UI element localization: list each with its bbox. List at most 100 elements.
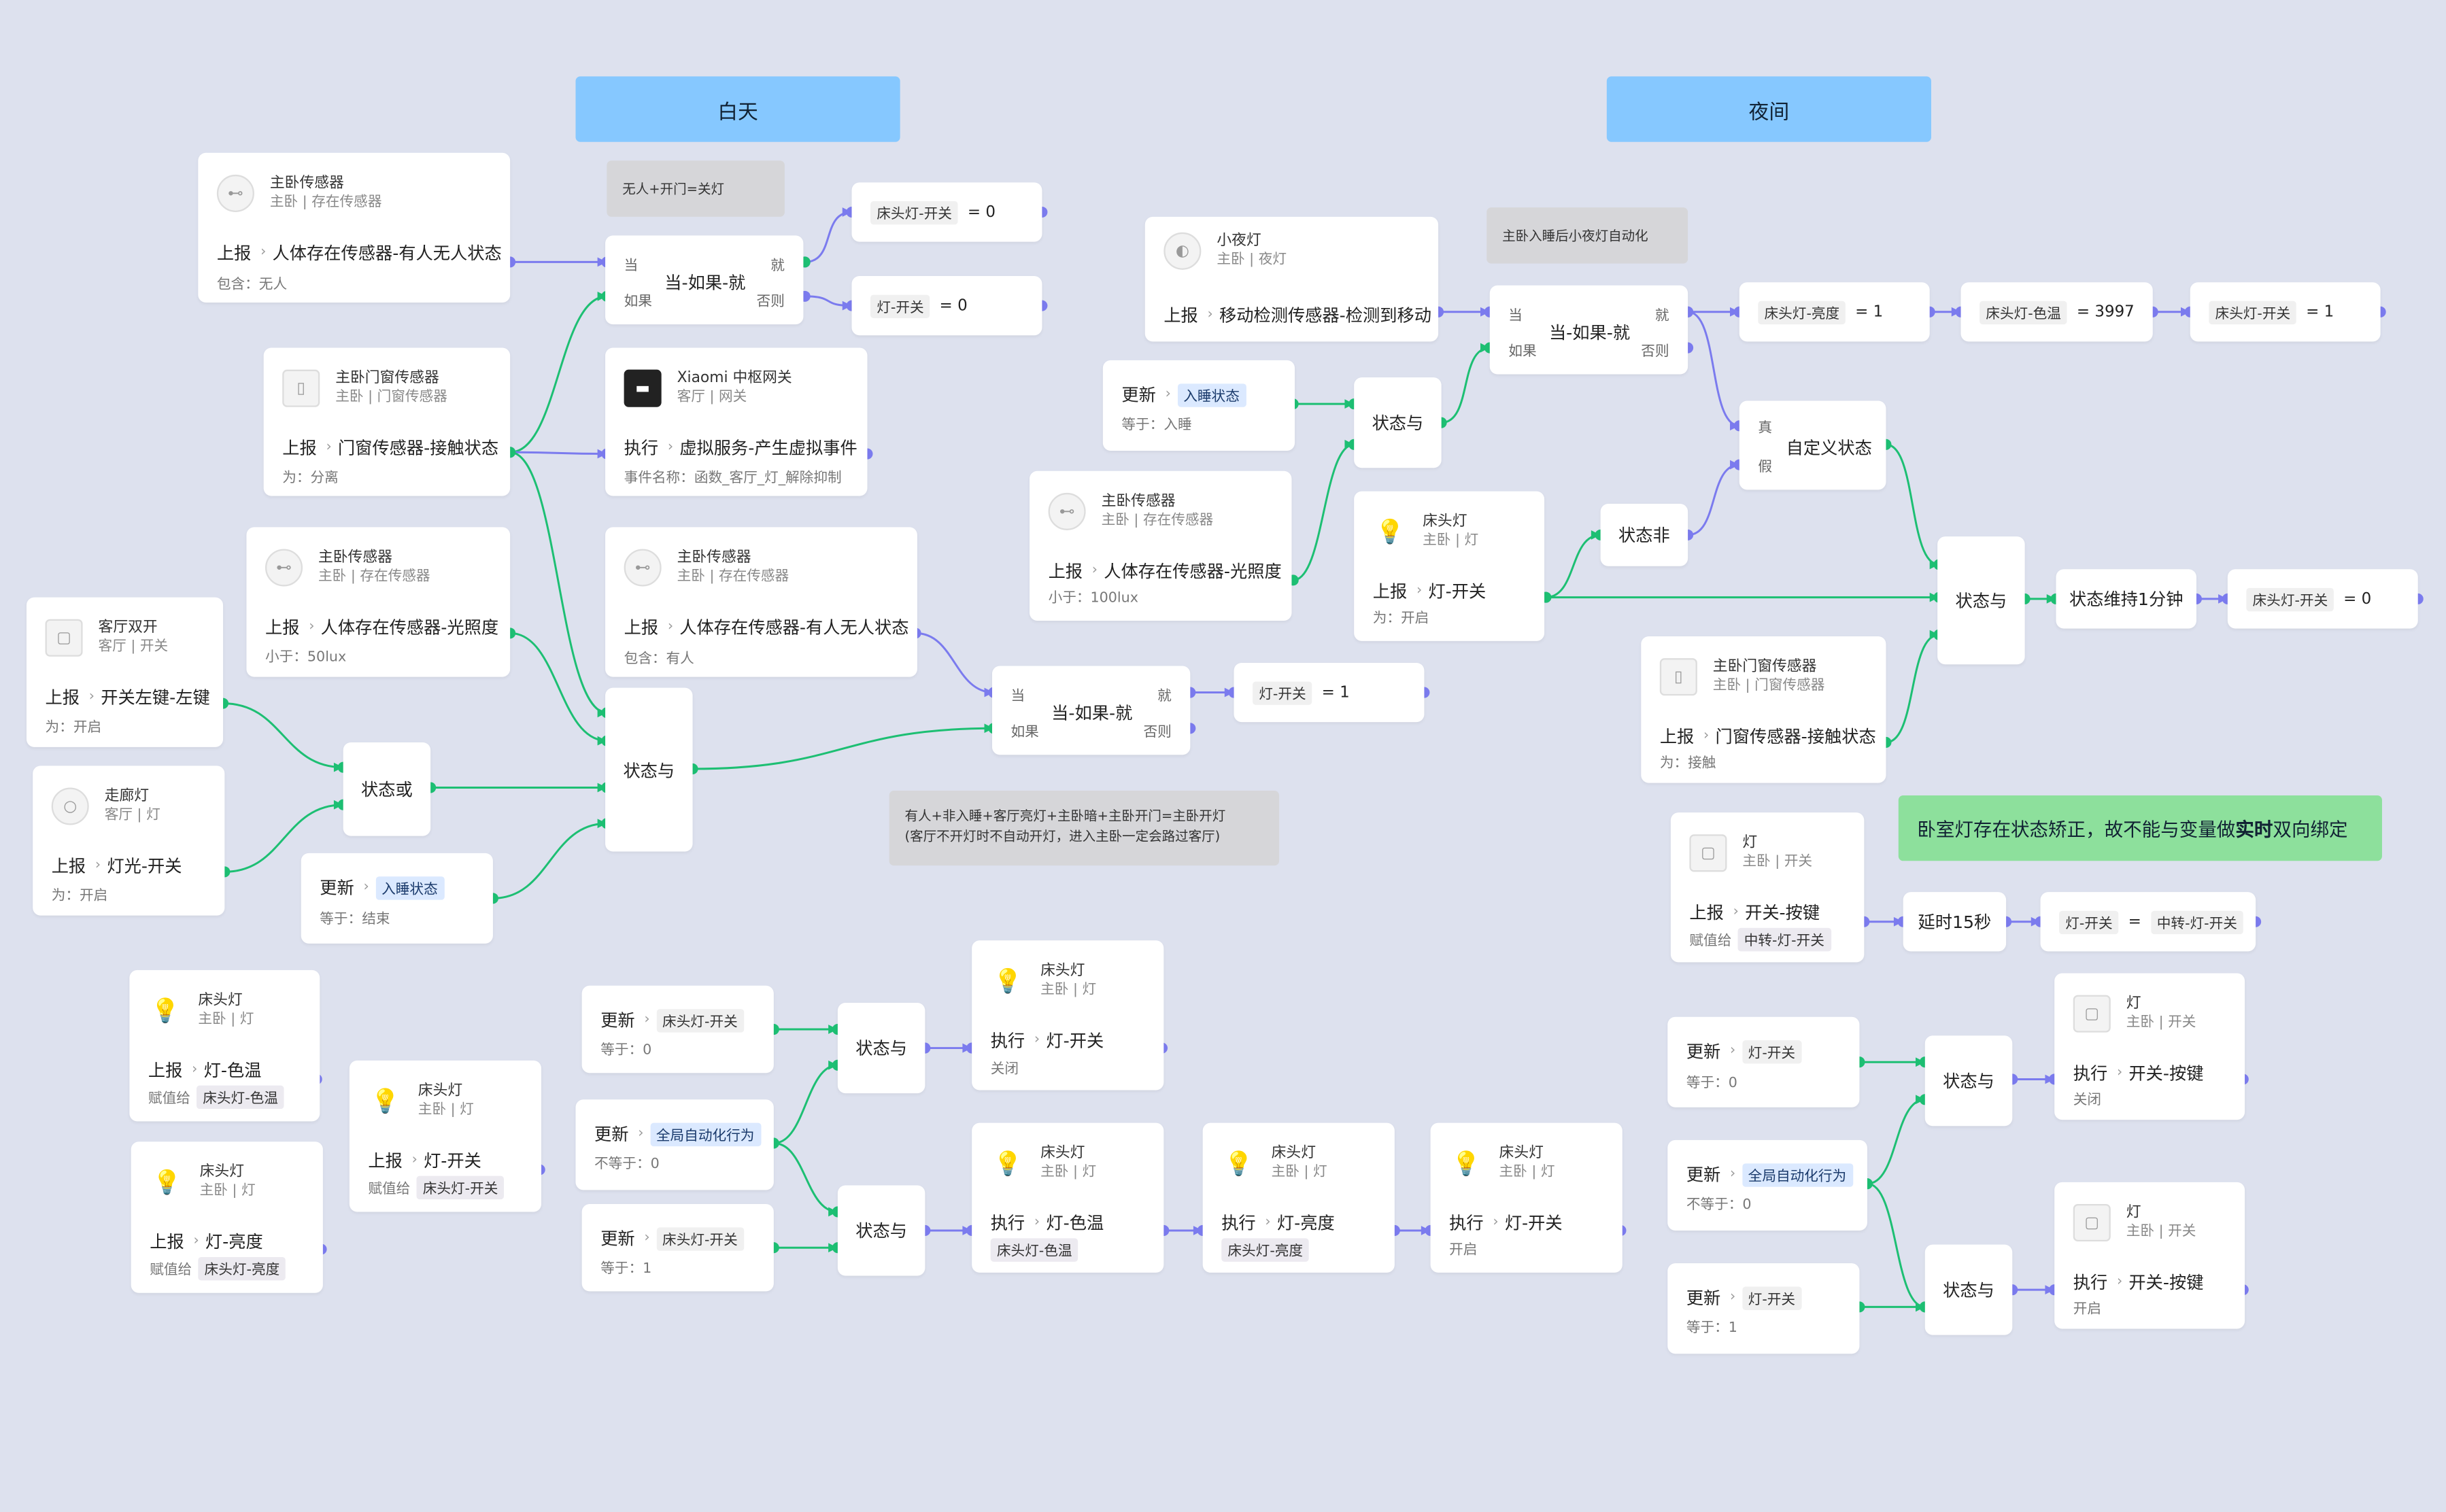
gate-and-left[interactable]: 状态与	[605, 687, 693, 852]
delay-15s-node[interactable]: 延时15秒	[1903, 892, 2007, 952]
exec-card-bed-on[interactable]: 💡床头灯主卧 | 灯 执行›灯-开关 开启	[1430, 1122, 1623, 1273]
gate-label: 状态与	[1943, 1071, 1994, 1092]
assign-label: 赋值给	[150, 1263, 192, 1279]
device-room: 主卧 | 存在传感器	[269, 194, 382, 211]
update-card-sleep-end[interactable]: 更新›入睡状态 等于：结束	[301, 853, 493, 944]
report-card-bed-br[interactable]: 💡床头灯主卧 | 灯 上报›灯-亮度 赋值给床头灯-亮度	[131, 1141, 323, 1293]
kw-report: 上报	[45, 687, 80, 708]
kw-report: 上报	[51, 856, 86, 877]
device-room: 主卧 | 灯	[199, 1184, 256, 1200]
var-chip: 灯-开关	[2059, 910, 2119, 933]
device-room: 主卧 | 存在传感器	[1101, 513, 1214, 529]
set-bedsw-0-a[interactable]: 床头灯-开关= 0	[851, 182, 1042, 242]
trigger-card-lr-switch[interactable]: ▢客厅双开客厅 | 开关 上报›开关左键-左键 为：开启	[26, 597, 224, 747]
var-chip: 全局自动化行为	[1742, 1163, 1853, 1186]
label-true: 真	[1758, 421, 1773, 437]
update-line: 更新›入睡状态	[1121, 382, 1279, 407]
trigger-card-presence-some[interactable]: ⊷主卧传感器主卧 | 存在传感器 上报›人体存在传感器-有人无人状态 包含：有人	[605, 527, 917, 677]
kw-update: 更新	[1686, 1165, 1721, 1186]
update-card-lampsw-1[interactable]: 更新›灯-开关 等于：1	[1667, 1263, 1860, 1354]
gate-or[interactable]: 状态或	[343, 742, 431, 836]
chevron-right-icon: ›	[88, 689, 95, 705]
device-room: 客厅 | 网关	[677, 390, 747, 406]
trigger-card-hall-light[interactable]: ○走廊灯客厅 | 灯 上报›灯光-开关 为：开启	[33, 766, 225, 916]
update-card-global[interactable]: 更新›全局自动化行为 不等于：0	[575, 1099, 774, 1190]
custom-state-node[interactable]: 真 假 自定义状态	[1739, 400, 1886, 490]
gate-and-sleep[interactable]: 状态与	[1354, 377, 1442, 468]
action-line: 执行›灯-亮度	[1221, 1210, 1379, 1235]
trigger-card-presence-none[interactable]: ⊷主卧传感器主卧 | 存在传感器 上报›人体存在传感器-有人无人状态 包含：无人	[198, 152, 511, 303]
update-card-bedsw-0[interactable]: 更新›床头灯-开关 等于：0	[581, 985, 774, 1073]
condition-node-2[interactable]: 当 如果 就 否则 当-如果-就	[991, 666, 1191, 755]
report-card-bed-sw[interactable]: 💡床头灯主卧 | 灯 上报›灯-开关 赋值给床头灯-开关	[349, 1060, 542, 1212]
condition-line: 为：接触	[1660, 752, 1871, 772]
condition-line: 为：分离	[282, 466, 494, 487]
action-card-gateway[interactable]: ▬Xiaomi 中枢网关客厅 | 网关 执行›虚拟服务-产生虚拟事件 事件名称：…	[605, 347, 868, 496]
kw-report: 上报	[216, 243, 252, 264]
trigger-card-door-contact[interactable]: ▯主卧门窗传感器主卧 | 门窗传感器 上报›门窗传感器-接触状态 为：接触	[1641, 636, 1886, 783]
set-bedsw-0-b[interactable]: 床头灯-开关= 0	[2227, 569, 2418, 629]
bulb-icon: 💡	[371, 1086, 401, 1116]
trigger-card-bedlamp-on[interactable]: 💡床头灯主卧 | 灯 上报›灯-开关 为：开启	[1354, 491, 1545, 641]
device-header: 💡床头灯主卧 | 灯	[991, 1139, 1149, 1188]
condition-node-3[interactable]: 当 如果 就 否则 当-如果-就	[1489, 285, 1688, 375]
gate-label: 状态与	[1955, 591, 2007, 612]
gate-and-b1[interactable]: 状态与	[837, 1003, 925, 1094]
device-name: 客厅双开	[98, 619, 158, 636]
note-text: 无人+开门=关灯	[622, 182, 724, 199]
connection-wire	[1886, 443, 1939, 566]
trigger-card-lamp-key[interactable]: ▢灯主卧 | 开关 上报›开关-按键 赋值给中转-灯-开关	[1670, 812, 1865, 963]
hold-1min-node[interactable]: 状态维持1分钟	[2056, 569, 2196, 629]
gate-and-b2[interactable]: 状态与	[837, 1185, 925, 1276]
switch-icon: ▢	[1689, 834, 1727, 872]
property: 人体存在传感器-光照度	[1104, 561, 1282, 582]
gate-and-r2[interactable]: 状态与	[1924, 1244, 2013, 1335]
update-card-lampsw-0[interactable]: 更新›灯-开关 等于：0	[1667, 1016, 1860, 1107]
update-card-sleep[interactable]: 更新›入睡状态 等于：入睡	[1102, 360, 1295, 451]
night-banner: 夜间	[1606, 76, 1931, 142]
label-false: 假	[1758, 460, 1773, 476]
condition-node-1[interactable]: 当 如果 就 否则 当-如果-就	[605, 235, 804, 325]
update-card-global-2[interactable]: 更新›全局自动化行为 不等于：0	[1667, 1139, 1867, 1231]
set-lampsw-1[interactable]: 灯-开关= 1	[1234, 662, 1425, 723]
gate-and-night[interactable]: 状态与	[1937, 536, 2025, 665]
condition-line: 等于：1	[1686, 1316, 1844, 1337]
set-bedct-3997[interactable]: 床头灯-色温= 3997	[1960, 282, 2153, 342]
report-card-bed-ct[interactable]: 💡床头灯主卧 | 灯 上报›灯-色温 赋值给床头灯-色温	[129, 969, 320, 1122]
var-chip: 床头灯-开关	[656, 1226, 744, 1250]
gate-and-r1[interactable]: 状态与	[1924, 1035, 2013, 1127]
chevron-right-icon: ›	[1493, 1215, 1499, 1231]
kw-report: 上报	[282, 438, 317, 459]
condition: 等于：1	[1686, 1321, 1737, 1337]
gate-not[interactable]: 状态非	[1600, 503, 1688, 566]
exec-card-key-on[interactable]: ▢灯主卧 | 开关 执行›开关-按键 开启	[2054, 1182, 2245, 1329]
exec-card-bed-br[interactable]: 💡床头灯主卧 | 灯 执行›灯-亮度 床头灯-亮度	[1202, 1122, 1395, 1273]
device-header: ▢灯主卧 | 开关	[2073, 1198, 2229, 1248]
kw-update: 更新	[320, 878, 354, 899]
var-chip: 床头灯-色温	[197, 1085, 285, 1110]
trigger-card-door-open[interactable]: ▯主卧门窗传感器主卧 | 门窗传感器 上报›门窗传感器-接触状态 为：分离	[263, 347, 511, 496]
set-lampsw-relay[interactable]: 灯-开关=中转-灯-开关	[2040, 892, 2256, 952]
trigger-card-lux-100[interactable]: ⊷主卧传感器主卧 | 存在传感器 上报›人体存在传感器-光照度 小于：100lu…	[1030, 470, 1292, 621]
var-chip: 床头灯-开关	[656, 1008, 744, 1032]
exec-card-bed-ct[interactable]: 💡床头灯主卧 | 灯 执行›灯-色温 床头灯-色温	[972, 1122, 1164, 1273]
property: 人体存在传感器-有人无人状态	[679, 617, 909, 638]
trigger-line: 上报›人体存在传感器-光照度	[1049, 558, 1282, 583]
device-header: ▢灯主卧 | 开关	[2073, 989, 2229, 1038]
device-name: 灯	[2126, 995, 2141, 1012]
update-card-bedsw-1[interactable]: 更新›床头灯-开关 等于：1	[581, 1203, 774, 1292]
label-when: 当	[624, 258, 639, 275]
trigger-card-nightlight[interactable]: ◐小夜灯主卧 | 夜灯 上报›移动检测传感器-检测到移动	[1144, 216, 1439, 342]
set-lampsw-0[interactable]: 灯-开关= 0	[851, 276, 1042, 336]
exec-card-key-off[interactable]: ▢灯主卧 | 开关 执行›开关-按键 关闭	[2054, 973, 2245, 1120]
trigger-card-lux-50[interactable]: ⊷主卧传感器主卧 | 存在传感器 上报›人体存在传感器-光照度 小于：50lux	[246, 527, 511, 677]
condition-title: 当-如果-就	[1548, 322, 1631, 343]
exec-card-bed-off[interactable]: 💡床头灯主卧 | 灯 执行›灯-开关 关闭	[972, 940, 1164, 1090]
property: 灯-开关	[1046, 1031, 1104, 1052]
set-bedbr-1[interactable]: 床头灯-亮度= 1	[1739, 282, 1930, 342]
connection-wire	[510, 632, 607, 742]
chevron-right-icon: ›	[260, 245, 267, 261]
kw-report: 上报	[150, 1232, 184, 1253]
set-bedsw-1[interactable]: 床头灯-开关= 1	[2190, 282, 2381, 342]
condition: 为：开启	[45, 720, 102, 736]
